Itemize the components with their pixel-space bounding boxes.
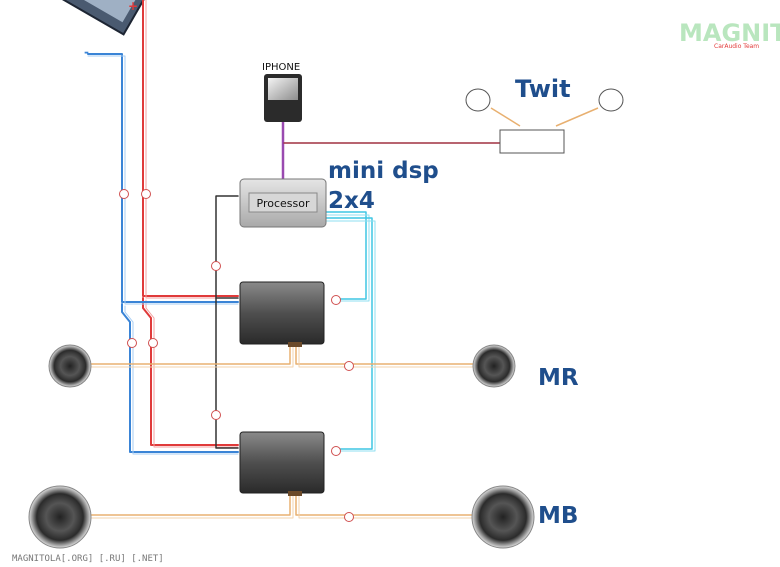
speaker-icon — [48, 344, 92, 388]
tweeter-wire-right — [555, 107, 599, 127]
ground-wire — [87, 53, 239, 455]
speaker-icon — [472, 344, 516, 388]
minidsp-label-line1: mini dsp — [328, 158, 439, 184]
processor-plate — [248, 192, 318, 213]
amplifier-icon — [239, 281, 325, 345]
footer-text: MAGNITOLA[.ORG] [.RU] [.NET] — [12, 554, 164, 564]
power-wire — [142, 0, 239, 448]
rca-signal-wires — [324, 211, 376, 452]
amplifier-icon — [239, 431, 325, 494]
tweeter-icon — [465, 88, 491, 112]
twit-label: Twit — [515, 75, 571, 103]
iphone-label: IPHONE — [262, 62, 300, 73]
logo-subtext: CarAudio Team — [714, 43, 759, 50]
processor: Processor — [239, 178, 327, 228]
logo-text: MAGNITOLA — [679, 19, 780, 47]
magnitola-logo: MAGNITOLA CarAudio Team — [679, 19, 780, 50]
tweeter-wire-left — [490, 107, 521, 127]
iphone: IPHONE — [262, 62, 302, 122]
phone-screen — [268, 78, 298, 100]
speaker-icon — [28, 485, 92, 549]
tweeter-crossover — [499, 129, 565, 154]
battery-face — [56, 0, 145, 23]
battery-plus-label: + — [128, 0, 138, 13]
tweeter-section: Twit — [465, 75, 624, 154]
processor-label: Processor — [257, 197, 310, 210]
mb-label: MB — [538, 503, 578, 529]
remote-wire — [215, 195, 239, 449]
mr-label: MR — [538, 365, 579, 391]
junction-nodes — [119, 189, 354, 522]
amplifier-mr — [239, 281, 325, 347]
amplifier-terminal — [288, 342, 302, 347]
amplifier-terminal — [288, 491, 302, 496]
amplifier-mb — [239, 431, 325, 496]
minidsp-label-line2: 2x4 — [328, 188, 375, 214]
battery-minus-label: - — [84, 45, 89, 59]
speaker-icon — [471, 485, 535, 549]
battery — [44, 0, 155, 36]
speakers — [28, 344, 535, 549]
speaker-wires — [69, 343, 477, 519]
tweeter-icon — [598, 88, 624, 112]
